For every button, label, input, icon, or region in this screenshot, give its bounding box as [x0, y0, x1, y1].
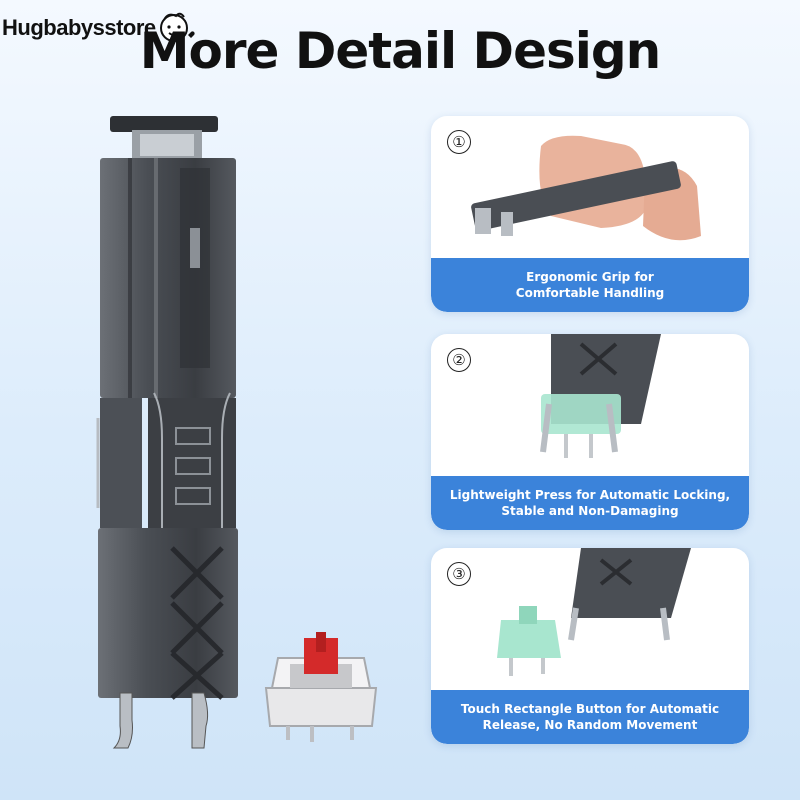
feature-caption-line-1: Ergonomic Grip for — [526, 270, 654, 284]
feature-caption-line-2: Release, No Random Movement — [482, 718, 698, 732]
feature-caption-line-1: Lightweight Press for Automatic Locking, — [449, 488, 731, 502]
feature-card-2: ② Lightweight Press for Automatic Lockin… — [431, 334, 749, 530]
feature-caption-line-1: Touch Rectangle Button for Automatic — [460, 702, 720, 716]
feature-caption-3: Touch Rectangle Button for Automatic Rel… — [431, 690, 749, 744]
feature-card-1: ① Ergonomic Grip for Comfortable Handlin… — [431, 116, 749, 312]
feature-number-2: ② — [447, 348, 471, 372]
store-watermark: Hugbabysstore — [2, 8, 198, 48]
feature-caption-2: Lightweight Press for Automatic Locking,… — [431, 476, 749, 530]
baby-face-icon — [159, 12, 195, 42]
press-locking-illustration — [540, 334, 661, 458]
store-name: Hugbabysstore — [2, 15, 156, 40]
feature-card-3: ③ Touch Rectangle Button for Automatic R… — [431, 548, 749, 744]
red-switch-image — [264, 632, 378, 742]
feature-caption-line-2: Comfortable Handling — [515, 286, 665, 300]
page-title: More Detail Design — [139, 22, 662, 80]
feature-caption-line-2: Stable and Non-Damaging — [501, 504, 679, 518]
release-button-illustration — [497, 548, 691, 676]
hand-grip-illustration — [471, 135, 701, 241]
switch-puller-tool-image — [96, 116, 238, 749]
feature-number-3: ③ — [447, 562, 471, 586]
feature-caption-1: Ergonomic Grip for Comfortable Handling — [431, 258, 749, 312]
feature-number-1: ① — [447, 130, 471, 154]
